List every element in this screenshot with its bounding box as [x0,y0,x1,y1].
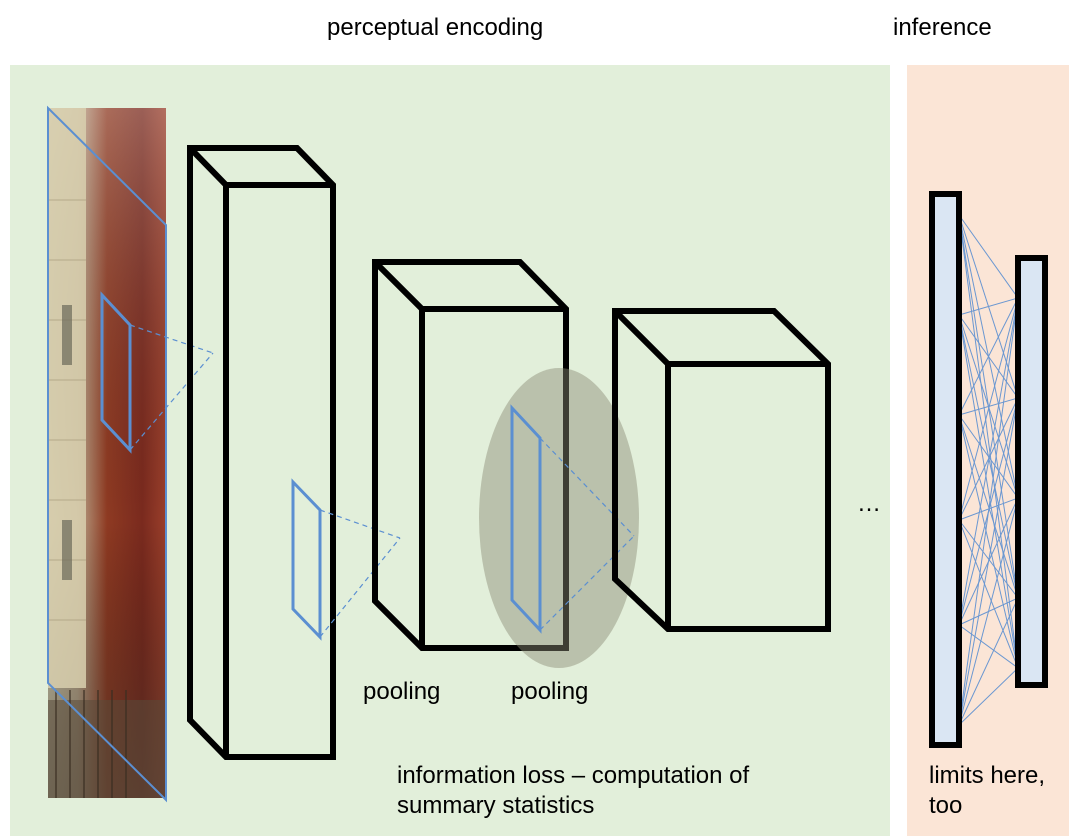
information-loss-line-1: information loss – computation of [397,762,750,789]
projection-line [129,352,214,451]
limits-line-1: limits here, [929,762,1046,789]
fc-connection-line [958,414,1019,499]
projection-line [319,537,401,638]
input-photo [48,108,166,798]
perceptual-encoding-header: perceptual encoding [327,14,544,41]
fc-connections [958,214,1019,726]
fc-connection-line [958,297,1019,316]
conv-layer-2 [372,259,569,651]
projection-line [129,324,214,354]
fc-layer-2 [1015,255,1048,688]
inference-header: inference [893,14,992,41]
pooling-label-2: pooling [511,678,589,705]
fc-connection-line [958,497,1019,726]
conv-layer-3 [612,308,831,632]
fc-connection-line [958,297,1019,626]
fc-connection-line [958,667,1019,726]
fc-layer-1 [929,191,962,748]
fc-connection-line [958,214,1019,299]
fc-connection-line [958,414,1019,599]
fc-connection-line [958,397,1019,416]
fc-connection-line [958,297,1019,416]
pooling-label-1: pooling [363,678,441,705]
fc-connection-line [958,297,1019,726]
fc-connection-line [958,597,1019,726]
ellipsis-label: … [857,490,881,517]
fc-connection-line [958,414,1019,669]
projection-line [539,437,635,537]
fc-connection-line [958,314,1019,669]
information-loss-line-2: summary statistics [397,792,595,819]
pooling-region-ellipse [479,368,639,668]
conv-layer-1 [187,145,336,760]
fc-connection-line [958,297,1019,521]
fc-connection-line [958,214,1019,669]
fc-connection-line [958,519,1019,669]
fc-connection-line [958,397,1019,726]
projection-line [539,535,635,631]
input-plane-outline [47,105,167,803]
fc-connection-line [958,624,1019,669]
limits-line-2: too [929,792,963,819]
